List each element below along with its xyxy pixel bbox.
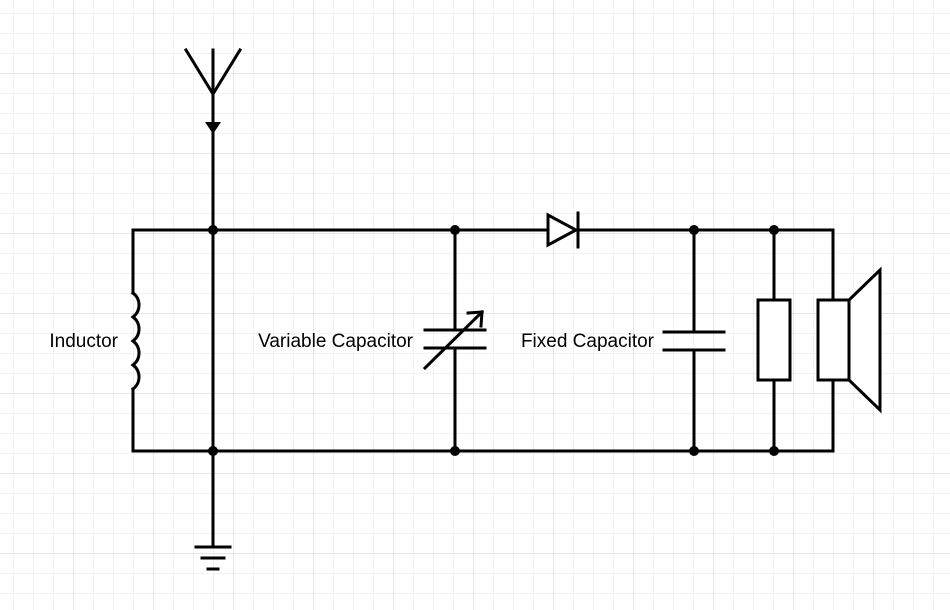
junction-dot [689,446,699,456]
resistor-icon [756,228,792,453]
junction-dot [450,446,460,456]
antenna-icon [183,47,243,232]
variable-capacitor-label: Variable Capacitor [258,331,414,352]
junction-dot [689,225,699,235]
ground-icon [194,545,232,571]
fixed-capacitor-label: Fixed Capacitor [521,331,655,352]
inductor-icon [130,228,141,453]
junction-dot [769,225,779,235]
diode-icon [546,211,580,249]
junction-dot [450,225,460,235]
junction-dot [208,446,218,456]
variable-capacitor-icon [422,228,487,453]
fixed-capacitor-icon [662,228,726,453]
inductor-label: Inductor [49,331,118,352]
speaker-icon [816,228,882,453]
junction-dot [769,446,779,456]
junction-dot [208,225,218,235]
junction-dots [208,225,779,456]
